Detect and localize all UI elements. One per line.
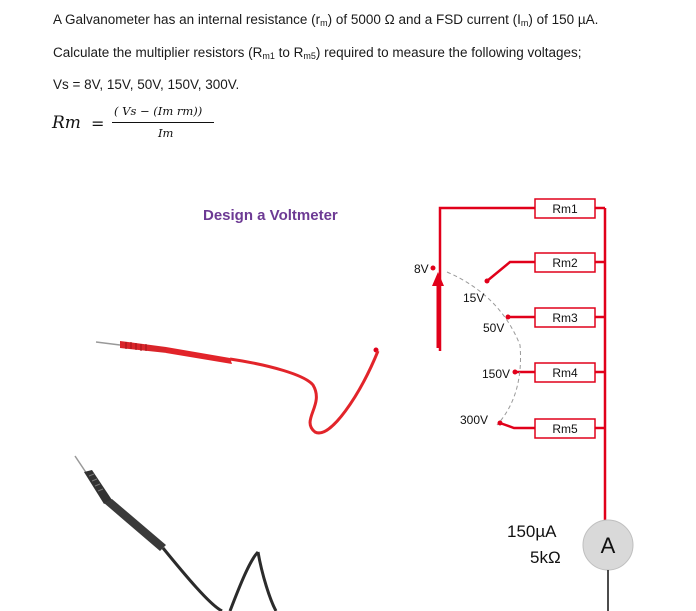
resistor-rm3: Rm3 [534, 307, 596, 328]
red-probe [95, 341, 380, 435]
formula-lhs: Rm [52, 113, 81, 133]
galvanometer: A [582, 519, 634, 611]
galvanometer-symbol: A [601, 533, 616, 558]
black-probe [74, 455, 278, 611]
tap-label-8v: 8V [414, 262, 429, 276]
resistor-rm2: Rm2 [534, 252, 596, 273]
resistor-rm1-label: Rm1 [552, 202, 578, 216]
diagram-heading: Design a Voltmeter [203, 207, 338, 224]
resistor-rm4: Rm4 [534, 362, 596, 383]
formula-equals: = [91, 114, 105, 133]
tap-points [373, 265, 518, 426]
resistor-rm5-label: Rm5 [552, 422, 578, 436]
selector-arc [446, 271, 521, 426]
problem-line-3: Vs = 8V, 15V, 50V, 150V, 300V. [53, 77, 240, 92]
resistor-rm1: Rm1 [534, 198, 596, 219]
meter-resistance-label: 5kΩ [530, 548, 561, 567]
formula-fraction-bar [112, 122, 214, 123]
formula-denominator: Im [158, 126, 174, 140]
resistor-rm5: Rm5 [534, 418, 596, 439]
formula-numerator: ( Vs − (Im rm)) [114, 104, 203, 118]
tap-label-300v: 300V [460, 413, 488, 427]
selector-arrow-icon [432, 272, 444, 286]
circuit-wires [438, 206, 607, 520]
problem-line-2: Calculate the multiplier resistors (Rm1 … [53, 45, 582, 61]
tap-label-150v: 150V [482, 367, 510, 381]
resistor-rm2-label: Rm2 [552, 256, 578, 270]
problem-line-1: A Galvanometer has an internal resistanc… [53, 12, 599, 28]
tap-label-15v: 15V [463, 291, 484, 305]
resistor-rm3-label: Rm3 [552, 311, 578, 325]
resistor-rm4-label: Rm4 [552, 366, 578, 380]
tap-label-50v: 50V [483, 321, 504, 335]
meter-current-label: 150µA [507, 522, 557, 541]
